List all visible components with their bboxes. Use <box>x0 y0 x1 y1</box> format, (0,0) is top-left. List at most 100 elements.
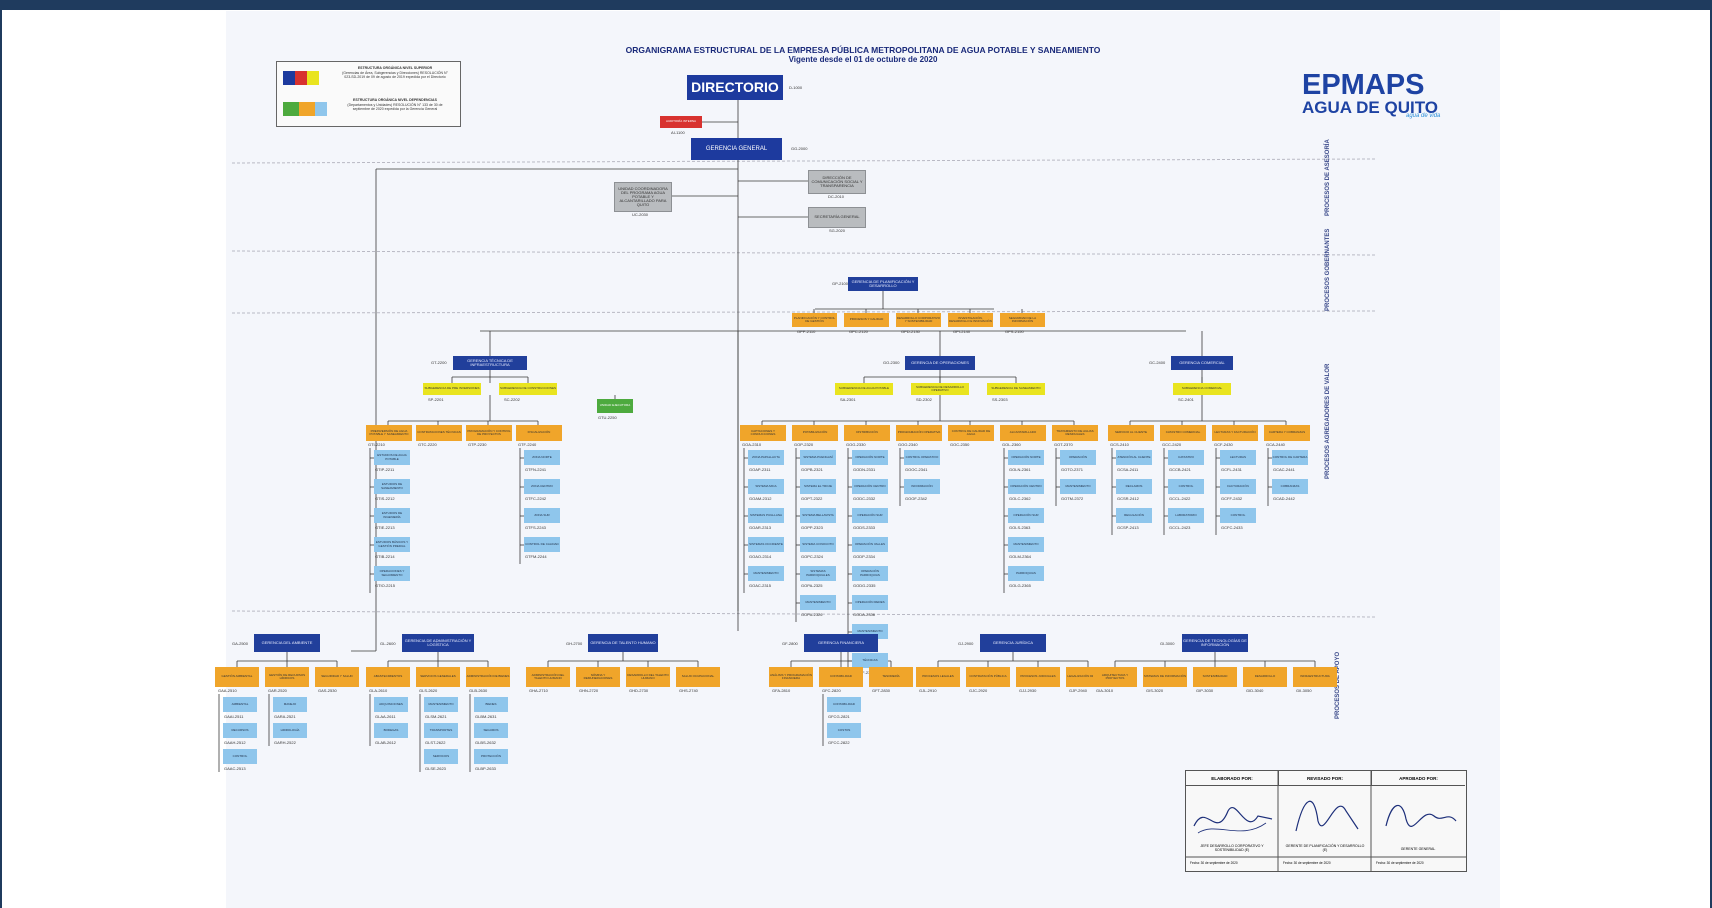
operaciones-unit-code: GOPB-2321 <box>801 467 823 472</box>
comercial-department: LECTURAS Y FACTURACIÓN <box>1212 425 1258 441</box>
secretaria-code: SG-2020 <box>829 228 846 233</box>
apoyo-unit-code: GAAI-2511 <box>224 714 244 719</box>
operaciones-department: TRATAMIENTO DE AGUAS RESIDUALES <box>1052 425 1098 441</box>
operaciones-unit: OPERACIÓN SUR <box>852 508 888 523</box>
tecnica-code: GT-2200 <box>431 360 447 365</box>
legend-swatch-navy <box>283 71 295 85</box>
tecnica-subgerencia-code: SC-2202 <box>504 397 520 402</box>
tecnica-unit: ESTUDIOS DE SANEAMIENTO <box>374 479 410 494</box>
operaciones-unit: MANTENIMIENTO <box>800 595 836 610</box>
organigram-photo: ORGANIGRAMA ESTRUCTURAL DE LA EMPRESA PÚ… <box>215 11 1500 908</box>
comercial-unit: RECLAMOS <box>1116 479 1152 494</box>
comercial-department-code: GCA-2440 <box>1266 442 1285 447</box>
tecnica-unit-code: GTFC-2242 <box>525 496 547 501</box>
operaciones-unit: SISTEMAS PARROQUIALES <box>800 566 836 581</box>
operaciones-unit-code: GODS-2333 <box>853 525 876 530</box>
operaciones-unit-code: GOAP-2311 <box>749 467 771 472</box>
tecnica-head: GERENCIA TÉCNICA DE INFRAESTRUCTURA <box>453 356 527 370</box>
apoyo-unit: AMBIENTAL <box>223 697 257 712</box>
apoyo-unit: TRANSPORTES <box>424 723 458 738</box>
operaciones-department-code: GOC-2350 <box>950 442 970 447</box>
operaciones-unit: MANTENIMIENTO <box>1008 537 1044 552</box>
apoyo-department-code: GHA-2710 <box>529 688 548 693</box>
operaciones-department-code: GOG-2330 <box>846 442 866 447</box>
operaciones-subgerencia-code: SD-2302 <box>916 397 932 402</box>
apoyo-unit: BIENES <box>474 697 508 712</box>
apoyo-gerencia: GERENCIA DE TALENTO HUMANO <box>588 634 658 652</box>
apoyo-department: GESTIÓN AMBIENTAL <box>215 667 259 687</box>
operaciones-unit: SISTEMA PUENGASÍ <box>800 450 836 465</box>
planificacion-unit-code: GPP-2110 <box>797 329 816 334</box>
apoyo-gerencia: GERENCIA JURÍDICA <box>980 634 1046 652</box>
operaciones-unit-code: GOOF-2342 <box>905 496 928 501</box>
gerencia-general-box: GERENCIA GENERAL <box>691 138 782 160</box>
apoyo-department-code: GJP-2940 <box>1069 688 1088 693</box>
comunicacion-box: DIRECCIÓN DE COMUNICACIÓN SOCIAL Y TRANS… <box>808 170 866 194</box>
operaciones-department: PROGRAMACIÓN OPERATIVA <box>896 425 942 441</box>
operaciones-unit: MANTENIMIENTO <box>1060 479 1096 494</box>
operaciones-head: GERENCIA DE OPERACIONES <box>905 356 975 370</box>
apoyo-unit-code: GLAB-2612 <box>375 740 396 745</box>
aprobado-header: APROBADO POR: <box>1372 771 1465 786</box>
operaciones-department-code: GOO-2340 <box>898 442 918 447</box>
comercial-unit: LABORATORIO <box>1168 508 1204 523</box>
comercial-unit-code: GCCB-2421 <box>1169 467 1191 472</box>
apoyo-department-code: GLS-2620 <box>419 688 438 693</box>
operaciones-unit: SISTEMA CONOCOTO <box>800 537 836 552</box>
apoyo-department: ANÁLISIS Y PROGRAMACIÓN FINANCIERA <box>769 667 813 687</box>
apoyo-department: TESORERÍA <box>869 667 913 687</box>
operaciones-unit: TÉCNICAS <box>852 653 888 668</box>
apoyo-unit-code: GLSM-2621 <box>425 714 447 719</box>
apoyo-department-code: GFA-2810 <box>772 688 791 693</box>
comercial-unit: CATASTRO <box>1168 450 1204 465</box>
operaciones-unit: SISTEMAS PUGLLANA <box>748 508 784 523</box>
operaciones-unit-code: GOPA-2326 <box>801 612 823 617</box>
tecnica-unit: ZONA CENTRO <box>524 479 560 494</box>
operaciones-department: POTABILIZACIÓN <box>792 425 838 441</box>
left-frame-border <box>0 10 7 908</box>
apoyo-department-code: GJJ-2930 <box>1019 688 1037 693</box>
operaciones-unit: INFORMACIÓN <box>904 479 940 494</box>
legend-dependencias-title: ESTRUCTURA ORGÁNICA NIVEL DEPENDENCIAS <box>353 98 437 102</box>
legend-superior-title: ESTRUCTURA ORGÁNICA NIVEL SUPERIOR <box>357 66 433 70</box>
planificacion-unit: PROCESOS Y CALIDAD <box>844 313 889 327</box>
comercial-department: CARTERA Y COBRANZAS <box>1264 425 1310 441</box>
apoyo-department: ARQUITECTURA Y PROYECTOS <box>1093 667 1137 687</box>
comercial-department-code: GCC-2420 <box>1162 442 1182 447</box>
comunicacion-code: DC-2010 <box>828 194 845 199</box>
operaciones-unit-code: GOTO-2371 <box>1061 467 1083 472</box>
operaciones-subgerencia: SUBGERENCIA DE SANEAMIENTO <box>987 383 1045 395</box>
comercial-unit-code: GCFL-2431 <box>1221 467 1242 472</box>
planificacion-unit-code: GPS-2150 <box>1005 329 1024 334</box>
apoyo-department: SOSTENIBILIDAD <box>1193 667 1237 687</box>
chart-subtitle: Vigente desde el 01 de octubre de 2020 <box>788 55 938 64</box>
apoyo-department-code: GJC-2920 <box>969 688 988 693</box>
comercial-unit-code: GCSA-2411 <box>1117 467 1139 472</box>
apoyo-unit: COSTOS <box>827 723 861 738</box>
tecnica-unit: ZONA SUR <box>524 508 560 523</box>
apoyo-department: SERVICIOS GENERALES <box>416 667 460 687</box>
operaciones-subgerencia: SUBGERENCIA DE AGUA POTABLE <box>835 383 893 395</box>
auditoria-box: AUDITORÍA INTERNA <box>660 116 702 128</box>
signature-table: ELABORADO POR: REVISADO POR: APROBADO PO… <box>1185 770 1467 872</box>
tecnica-department: PROGRAMACIÓN Y CONTROL DE PROYECTOS <box>466 425 512 441</box>
epmaps-logo: EPMAPS <box>1302 69 1425 101</box>
apoyo-department-code: GIP-3030 <box>1196 688 1214 693</box>
tecnica-unit: OPERACIONES Y SEGUIMIENTO <box>374 566 410 581</box>
apoyo-department-code: GID-3040 <box>1246 688 1264 693</box>
apoyo-department: ABASTECIMIENTOS <box>366 667 410 687</box>
date-elaborado: Fecha: 30 de septiembre de 2020 <box>1190 861 1238 865</box>
apoyo-unit: ADQUISICIONES <box>374 697 408 712</box>
apoyo-department: DESARROLLO DEL TALENTO HUMANO <box>626 667 670 687</box>
operaciones-department-code: GOT-2370 <box>1054 442 1073 447</box>
operaciones-unit-code: GOLM-2364 <box>1009 554 1032 559</box>
comercial-unit: COBRANZAS <box>1272 479 1308 494</box>
comercial-subgerencia: SUBGERENCIA COMERCIAL <box>1173 383 1231 395</box>
comercial-unit-code: GCSP-2413 <box>1117 525 1139 530</box>
apoyo-gerencia-code: GH-2700 <box>566 641 583 646</box>
planificacion-unit: SEGURIDAD DE LA INFORMACIÓN <box>1000 313 1045 327</box>
planificacion-unit-code: GPI-2140 <box>953 329 971 334</box>
directorio-code: D-1000 <box>789 85 803 90</box>
apoyo-unit: SEGUROS <box>474 723 508 738</box>
operaciones-department-code: GOL-2360 <box>1002 442 1021 447</box>
